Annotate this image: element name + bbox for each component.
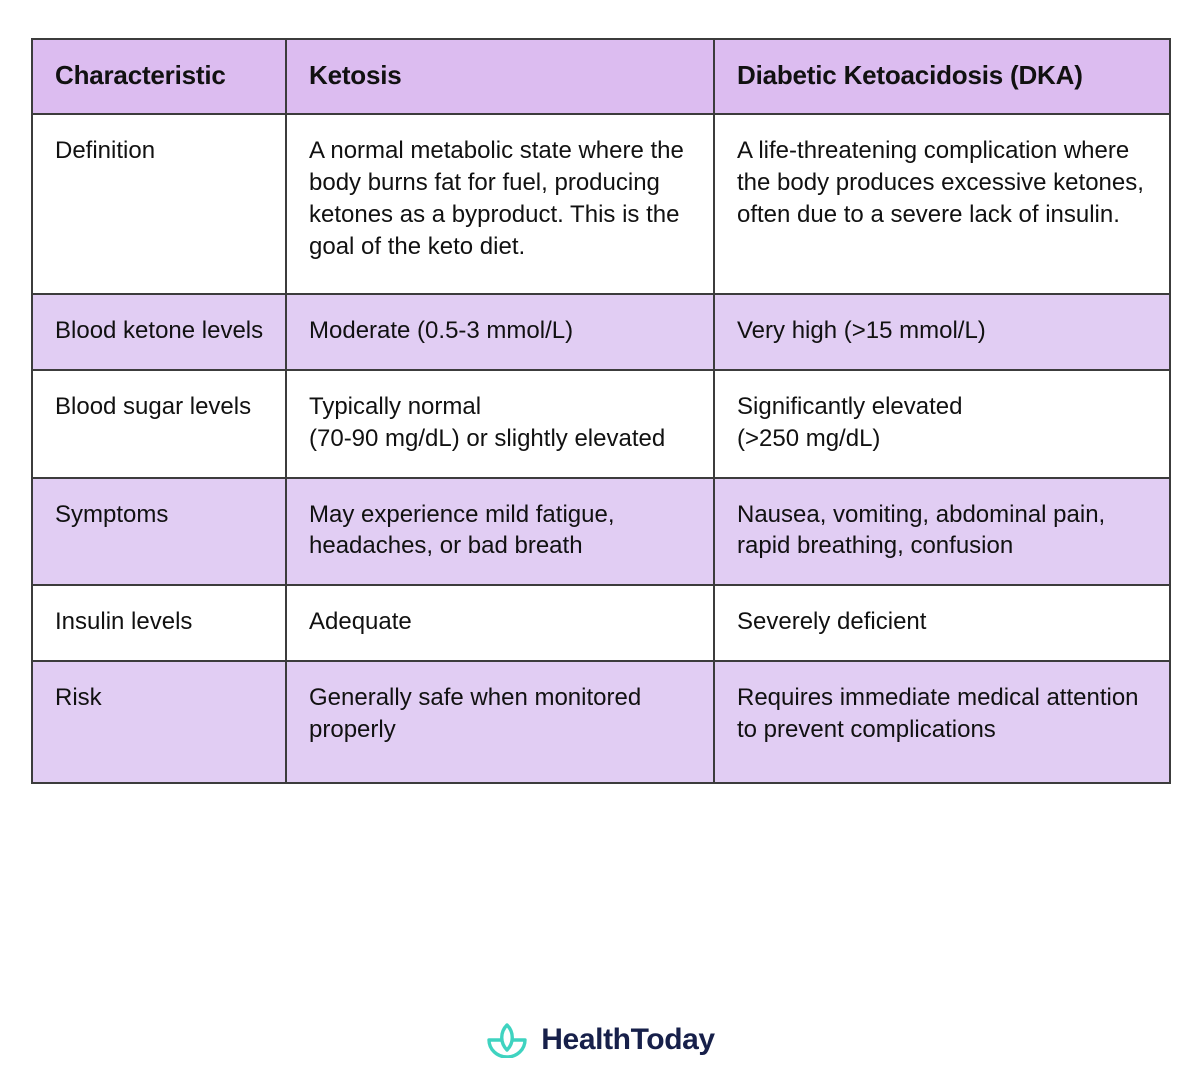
cell-risk-dka: Requires immediate medical attention to … — [737, 684, 1139, 744]
cell-symptoms-ketosis: May experience mild fatigue, headaches, … — [286, 477, 715, 587]
cell-line: (>250 mg/dL) — [737, 424, 881, 452]
row-label-blood-ketone-levels: Blood ketone levels — [32, 293, 287, 371]
ketosis-vs-dka-table: Characteristic Ketosis Diabetic Ketoacid… — [31, 38, 1171, 785]
cell-definition-dka: A life-threatening complication where th… — [714, 114, 1170, 295]
lotus-icon — [487, 1023, 527, 1058]
cell-insulin-dka: Severely deficient — [714, 585, 1170, 663]
table-body: Definition A normal metabolic state wher… — [32, 114, 1170, 784]
cell-blood-ketone-ketosis: Moderate (0.5-3 mmol/L) — [286, 293, 715, 371]
cell-line: Typically normal — [309, 392, 482, 420]
table-row: Insulin levels Adequate Severely deficie… — [32, 585, 1170, 663]
column-header-ketosis: Ketosis — [286, 39, 715, 116]
cell-symptoms-dka: Nausea, vomiting, abdominal pain, rapid … — [714, 477, 1170, 587]
row-label-symptoms: Symptoms — [32, 477, 287, 587]
table-row: Risk Generally safe when monitored prope… — [32, 661, 1170, 784]
cell-blood-sugar-ketosis: Typically normal (70-90 mg/dL) or slight… — [286, 369, 715, 479]
brand-logo: HealthToday — [0, 1022, 1200, 1058]
row-label-risk: Risk — [32, 661, 287, 784]
cell-line: (70-90 mg/dL) or slightly elevated — [309, 424, 666, 452]
cell-blood-ketone-dka: Very high (>15 mmol/L) — [714, 293, 1170, 371]
cell-risk-ketosis: Generally safe when monitored properly — [286, 661, 715, 784]
row-label-insulin-levels: Insulin levels — [32, 585, 287, 663]
table-container: Characteristic Ketosis Diabetic Ketoacid… — [31, 38, 1171, 785]
table-row: Definition A normal metabolic state wher… — [32, 114, 1170, 295]
table-row: Symptoms May experience mild fatigue, he… — [32, 477, 1170, 587]
cell-definition-ketosis: A normal metabolic state where the body … — [286, 114, 715, 295]
table-row: Blood sugar levels Typically normal (70-… — [32, 369, 1170, 479]
column-header-dka: Diabetic Ketoacidosis (DKA) — [714, 39, 1170, 116]
row-label-blood-sugar-levels: Blood sugar levels — [32, 369, 287, 479]
cell-line: Significantly elevated — [737, 392, 963, 420]
row-label-definition: Definition — [32, 114, 287, 295]
cell-blood-sugar-dka: Significantly elevated (>250 mg/dL) — [714, 369, 1170, 479]
table-header: Characteristic Ketosis Diabetic Ketoacid… — [32, 39, 1170, 116]
brand-name: HealthToday — [541, 1023, 715, 1056]
table-row: Blood ketone levels Moderate (0.5-3 mmol… — [32, 293, 1170, 371]
column-header-characteristic: Characteristic — [32, 39, 287, 116]
header-row: Characteristic Ketosis Diabetic Ketoacid… — [32, 39, 1170, 116]
cell-insulin-ketosis: Adequate — [286, 585, 715, 663]
